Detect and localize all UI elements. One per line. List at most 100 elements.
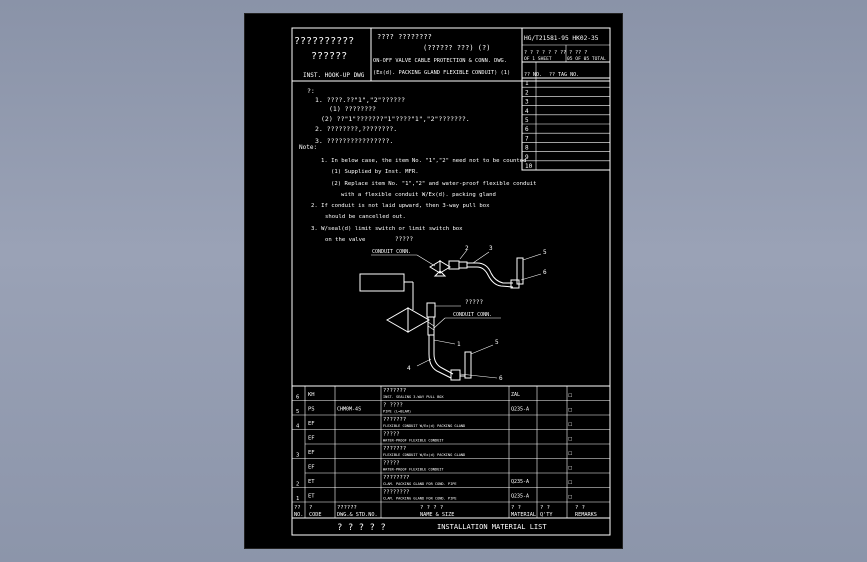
note-q1b: (2) ??"1"???????"1"????"1","2"???????. bbox=[321, 115, 470, 123]
top-hookup-diagram: CONDUIT CONN. 2 3 5 6 bbox=[371, 245, 547, 289]
note-q2: 2. ????????,????????. bbox=[315, 125, 397, 133]
row-name-en: CLAM. PACKING GLAND FOR COND. PIPE bbox=[383, 482, 457, 486]
row-qty: ☐ bbox=[568, 391, 572, 399]
hookup-drawing: ?????????? ?????? INST. HOOK-UP DWG ????… bbox=[291, 27, 611, 536]
actuator-box bbox=[359, 273, 405, 292]
drawing-sheet: ?????????? ?????? INST. HOOK-UP DWG ????… bbox=[244, 13, 623, 549]
header-label-q: ? ? ? ? bbox=[420, 505, 443, 511]
row-code: PS bbox=[308, 407, 315, 413]
note-q1: 1. ????.??"1","2"?????? bbox=[315, 96, 405, 104]
company-name: ?????????? bbox=[294, 36, 354, 47]
note-2a: should be cancelled out. bbox=[325, 214, 406, 220]
notes-block: ?: 1. ????.??"1","2"?????? (1) ???????? … bbox=[299, 87, 536, 243]
callout-top-5: 5 bbox=[543, 249, 547, 256]
note-3: 3. W/seal(d) limit switch or limit switc… bbox=[311, 226, 463, 232]
tag-row-number: 10 bbox=[525, 163, 533, 170]
note-q1a: (1) ???????? bbox=[329, 105, 376, 113]
title-q1: ???? ???????? bbox=[377, 33, 432, 41]
row-name-q: ???????? bbox=[383, 475, 410, 481]
tag-header-tag: ?? TAG NO. bbox=[549, 72, 579, 78]
conduit-conn-label-top: CONDUIT CONN. bbox=[372, 249, 411, 255]
header-label-q: ? ? bbox=[511, 505, 521, 511]
note-1a: (1) Supplied by Inst. MFR. bbox=[331, 169, 419, 175]
sheet-q: ? ? ? ? ? ? ?? ? ?? ? bbox=[524, 50, 587, 56]
row-name-en: PIPE (L=BLAM) bbox=[383, 410, 411, 414]
row-qty: ☐ bbox=[568, 420, 572, 428]
row-name-q: ??????? bbox=[383, 446, 406, 452]
header-label-q: ? bbox=[309, 505, 312, 511]
tag-row-number: 6 bbox=[525, 126, 529, 133]
tag-header-no: ?? NO. bbox=[524, 72, 542, 78]
callout-top-2: 2 bbox=[465, 245, 469, 252]
row-name-q: ????? bbox=[383, 432, 400, 438]
row-material: ZAL bbox=[511, 392, 520, 398]
footer-q-label: ? ? ? ? ? bbox=[337, 523, 386, 533]
header-label: REMARKS bbox=[575, 512, 597, 518]
header-label: NAME & SIZE bbox=[420, 512, 454, 518]
callout-top-3: 3 bbox=[489, 245, 493, 252]
row-code: EF bbox=[308, 450, 315, 456]
tag-row-number: 5 bbox=[525, 117, 529, 124]
note-1: 1. In below case, the item No. "1","2" n… bbox=[321, 158, 526, 164]
valve-body-right bbox=[407, 307, 431, 333]
note-2: 2. If conduit is not laid upward, then 3… bbox=[311, 203, 490, 209]
header-label-q: ? ? bbox=[575, 505, 585, 511]
row-name-en: WATER-PROOF FLEXIBLE CONDUIT bbox=[383, 468, 444, 472]
drawing-frame bbox=[291, 27, 611, 536]
tag-row-number: 3 bbox=[525, 99, 529, 106]
header-label: MATERIAL bbox=[511, 512, 536, 518]
row-name-en: CLAM. PACKING GLAND FOR COND. PIPE bbox=[383, 497, 457, 501]
row-name-en: INST. SEALING 3-WAY PULL BOX bbox=[383, 395, 444, 399]
note-1c: with a flexible conduit W/Ex(d). packing… bbox=[341, 192, 496, 198]
row-number: 4 bbox=[296, 424, 300, 430]
row-name-q: ??????? bbox=[383, 417, 406, 423]
note-3a: on the valve bbox=[325, 237, 366, 243]
tag-row-number: 2 bbox=[525, 89, 529, 96]
row-code: EF bbox=[308, 421, 315, 427]
row-qty: ☐ bbox=[568, 449, 572, 457]
row-name-q: ????? bbox=[383, 461, 400, 467]
row-material: Q235-A bbox=[511, 479, 529, 485]
main-q-label: ????? bbox=[465, 299, 483, 306]
note-title: Note: bbox=[299, 144, 317, 151]
row-number: 5 bbox=[296, 409, 299, 415]
row-qty: ☐ bbox=[568, 435, 572, 443]
callout-main-4: 4 bbox=[407, 365, 411, 372]
footer-title: INSTALLATION MATERIAL LIST bbox=[437, 523, 547, 531]
note-3b: ????? bbox=[395, 236, 413, 243]
title-line1: ON-OFF VALVE CABLE PROTECTION & CONN. DW… bbox=[373, 58, 507, 64]
row-number: 1 bbox=[296, 496, 299, 502]
row-code: EF bbox=[308, 436, 315, 442]
row-code: ET bbox=[308, 494, 315, 500]
row-qty: ☐ bbox=[568, 464, 572, 472]
title-line2: (Ex(d). PACKING GLAND FLEXIBLE CONDUIT) … bbox=[373, 70, 510, 76]
row-name-q: ? ???? bbox=[383, 403, 403, 409]
header-label: Q'TY bbox=[540, 512, 553, 518]
note-1b: (2) Replace item No. "1","2" and water-p… bbox=[331, 181, 536, 187]
tag-row-number: 1 bbox=[525, 80, 529, 87]
row-code: KH bbox=[308, 392, 315, 398]
row-qty: ☐ bbox=[568, 493, 572, 501]
row-material: Q235-A bbox=[511, 407, 529, 413]
row-spec: CHM0M-4S bbox=[337, 407, 361, 413]
note-q3: 3. ????????????????. bbox=[315, 137, 393, 145]
drawing-type: INST. HOOK-UP DWG bbox=[303, 72, 365, 79]
tag-row-number: 7 bbox=[525, 135, 529, 142]
sheet-label: OF 1 SHEET bbox=[524, 56, 552, 62]
tag-row-number: 4 bbox=[525, 108, 529, 115]
header-label: DWG.& STD.NO. bbox=[337, 512, 378, 518]
row-name-q: ???????? bbox=[383, 490, 410, 496]
valve-body-left bbox=[385, 307, 409, 333]
callout-top-6: 6 bbox=[543, 269, 547, 276]
header-label: CODE bbox=[309, 512, 322, 518]
callout-main-6: 6 bbox=[499, 375, 503, 382]
row-material: Q235-A bbox=[511, 494, 529, 500]
row-code: EF bbox=[308, 465, 315, 471]
header-label-q: ?? bbox=[294, 505, 301, 511]
row-name-q: ??????? bbox=[383, 388, 406, 394]
conduit-conn-label-main: CONDUIT CONN. bbox=[453, 312, 492, 318]
row-qty: ☐ bbox=[568, 478, 572, 486]
row-number: 6 bbox=[296, 395, 299, 401]
